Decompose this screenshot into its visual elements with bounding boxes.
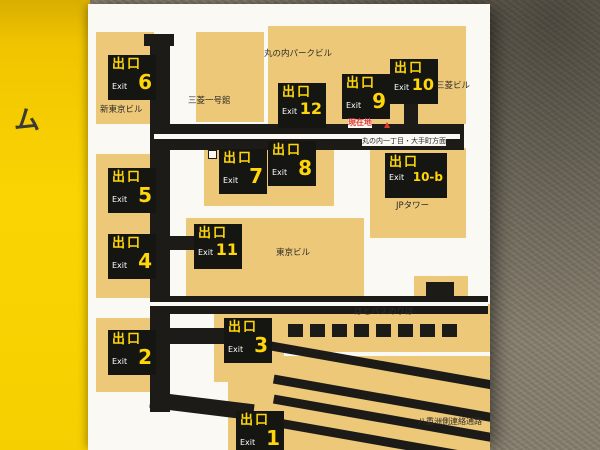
bus-bay-mark [310, 324, 325, 337]
exit-en-label: Exit [198, 247, 214, 257]
exit-box-2: 出口 Exit 2 [108, 330, 156, 375]
bus-bay-mark [288, 324, 303, 337]
exit-kanji-label: 出口 [112, 332, 143, 347]
label-hato-bus-boarding: はとバスのりば [354, 307, 414, 317]
small-structure-right [426, 282, 454, 296]
exit-kanji-label: 出口 [223, 151, 254, 166]
exit-number: 3 [254, 332, 268, 357]
exit-kanji-label: 出口 [282, 85, 313, 100]
exit-kanji-label: 出口 [389, 155, 420, 170]
exit-box-7: 出口 Exit 7 [219, 149, 267, 194]
exit-box-10-b: 出口 Exit 10-b [385, 153, 447, 198]
exit-number: 9 [372, 88, 386, 113]
sign-left-yellow-panel: ム [0, 0, 90, 450]
exit-number: 10 [411, 74, 434, 94]
exit-number: 11 [215, 239, 238, 259]
exit-box-8: 出口 Exit 8 [268, 141, 316, 186]
exit-box-6: 出口 Exit 6 [108, 55, 156, 100]
building-block-mitsubishi-ichigokan [196, 32, 264, 122]
exit-kanji-label: 出口 [228, 320, 259, 335]
exit-kanji-label: 出口 [346, 76, 377, 91]
hato-bus-bays [288, 324, 457, 337]
bus-bay-mark [332, 324, 347, 337]
exit-en-label: Exit [228, 344, 244, 354]
exit-en-label: Exit [282, 106, 298, 116]
exit-number: 7 [249, 163, 263, 188]
label-shin-tokyo-building: 新東京ビル [100, 105, 143, 115]
corridor-stub-exit3 [170, 328, 226, 344]
exit-en-label: Exit [389, 173, 405, 183]
bus-bay-mark [442, 324, 457, 337]
exit-number: 8 [298, 155, 312, 180]
exit-kanji-label: 出口 [112, 170, 143, 185]
corridor-stub-exit11 [170, 236, 196, 250]
bus-bay-mark [354, 324, 369, 337]
exit-number: 12 [299, 98, 322, 118]
exit-en-label: Exit [112, 260, 128, 270]
exit-kanji-label: 出口 [112, 57, 143, 72]
exit-en-label: Exit [272, 167, 288, 177]
exit-number: 4 [138, 248, 152, 273]
exit-kanji-label: 出口 [272, 143, 303, 158]
corridor-horizontal-divider [154, 134, 460, 139]
exit-kanji-label: 出口 [112, 236, 143, 251]
exit-en-label: Exit [346, 100, 362, 110]
label-marunouchi-park-building: 丸の内パークビル [264, 49, 333, 59]
exit-en-label: Exit [112, 81, 128, 91]
exit-kanji-label: 出口 [198, 226, 229, 241]
exit-number: 5 [138, 182, 152, 207]
exit-kanji-label: 出口 [240, 413, 271, 428]
exit-box-1: 出口 Exit 1 [236, 411, 284, 450]
exit-box-4: 出口 Exit 4 [108, 234, 156, 279]
exit-en-label: Exit [394, 82, 410, 92]
bus-bay-mark [420, 324, 435, 337]
label-current-location: 現在地 [348, 118, 372, 128]
label-direction-marunouchi-otemachi: 丸の内一丁目・大手町方面 [362, 137, 446, 146]
exit-number: 2 [138, 344, 152, 369]
label-jp-tower: JPタワー [396, 201, 430, 211]
street-band-divider [150, 302, 488, 306]
exit-number: 6 [138, 69, 152, 94]
exit-en-label: Exit [240, 437, 256, 447]
exit-en-label: Exit [112, 194, 128, 204]
facility-square-2 [208, 150, 217, 159]
exit-en-label: Exit [223, 175, 239, 185]
exit-kanji-label: 出口 [394, 61, 425, 76]
exit-en-label: Exit [112, 356, 128, 366]
exit-number: 10-b [412, 169, 443, 184]
sign-partial-text: ム [14, 106, 41, 136]
exit-box-5: 出口 Exit 5 [108, 168, 156, 213]
exit-box-9: 出口 Exit 9 [342, 74, 390, 119]
exit-box-3: 出口 Exit 3 [224, 318, 272, 363]
current-location-triangle: ▲ [384, 120, 391, 129]
bus-bay-mark [398, 324, 413, 337]
corridor-stub-exit10 [404, 102, 418, 126]
label-mitsubishi-building: 三菱ビル [436, 81, 471, 91]
label-yaesu-connecting-passage: 八重洲側連絡通路 [418, 417, 482, 426]
exit-number: 1 [266, 425, 280, 450]
label-mitsubishi-ichigokan: 三菱一号館 [188, 96, 231, 106]
label-tokyo-building: 東京ビル [276, 248, 311, 258]
bus-bay-mark [376, 324, 391, 337]
